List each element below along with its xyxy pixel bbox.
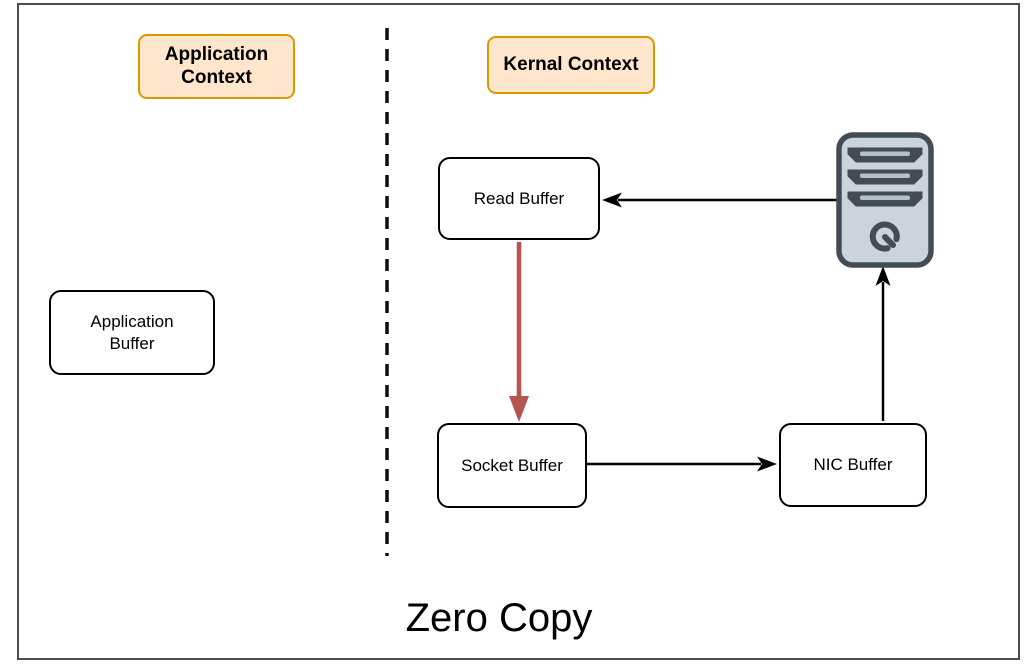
context-label-application: Application Context [164,44,269,88]
node-label-nic-buffer: NIC Buffer [813,455,893,475]
context-badge-kernal: Kernal Context [487,36,655,94]
arrow-socket-buffer-to-nic-buffer [587,456,777,472]
arrow-nic-buffer-to-server [875,266,891,421]
server-drive-bay [847,191,923,207]
context-label-kernal: Kernal Context [503,53,639,75]
node-label-socket-buffer: Socket Buffer [461,455,563,475]
node-nic-buffer: NIC Buffer [779,423,927,507]
server-drive-bay [847,169,923,185]
server-icon [836,132,934,268]
power-button-icon [869,221,900,252]
arrow-read-buffer-to-socket-buffer [509,242,529,422]
node-application-buffer: Application Buffer [49,290,215,375]
node-label-application-buffer: Application Buffer [90,312,174,353]
node-label-read-buffer: Read Buffer [473,188,565,208]
node-socket-buffer: Socket Buffer [437,423,587,508]
server-drive-bay [847,147,923,163]
node-read-buffer: Read Buffer [438,157,600,240]
diagram-title: Zero Copy [405,596,593,640]
arrow-server-to-read-buffer [602,192,837,208]
diagram-frame [17,3,1020,660]
context-badge-application: Application Context [138,34,295,99]
